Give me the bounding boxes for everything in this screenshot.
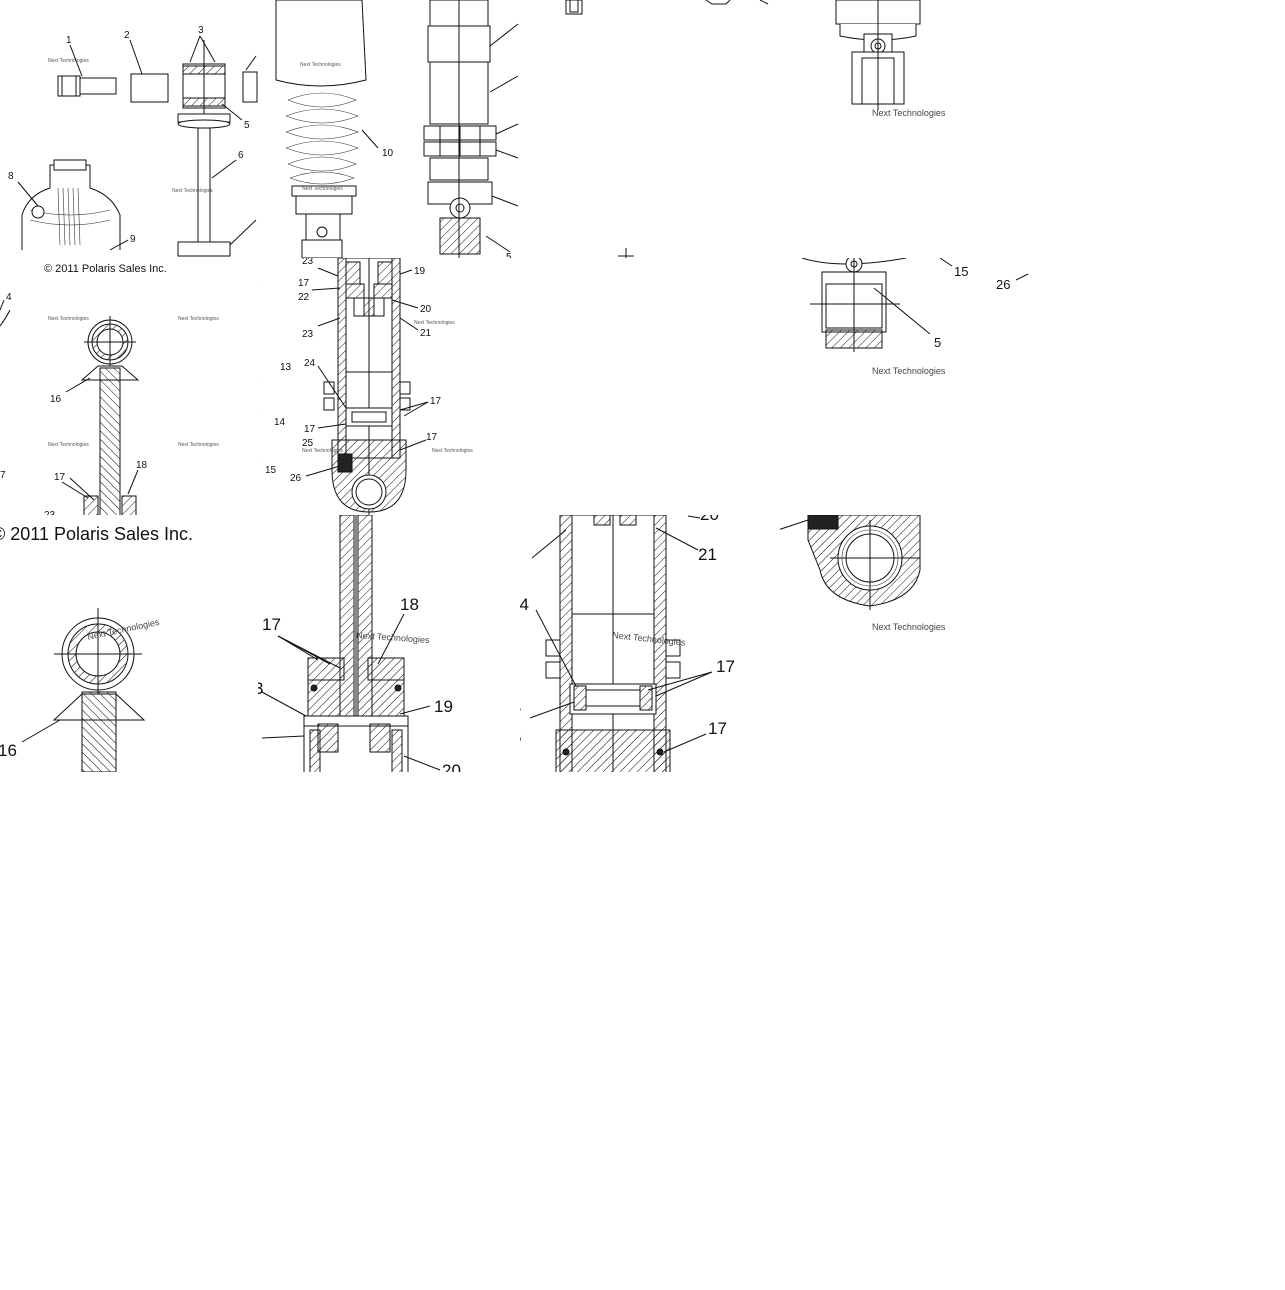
callout-5: 5 — [506, 252, 512, 263]
watermark: Next Technologies — [172, 188, 213, 194]
callout-20: 20 — [420, 304, 432, 315]
callouts-tile-1: 1 2 3 5 6 8 9 — [8, 25, 250, 245]
watermark: Next Technologies — [300, 62, 341, 68]
callout-15: 15 — [954, 264, 968, 279]
callout-14: 14 — [274, 417, 286, 428]
callout-10: 10 — [382, 148, 394, 159]
watermark: Next Technologies — [178, 442, 219, 448]
callout-13: 13 — [280, 362, 292, 373]
callout-17: 17 — [298, 278, 310, 289]
callout-1: 1 — [66, 35, 72, 46]
tile-enlarged-shaft: 17 18 3 19 20 Next Technologies — [254, 515, 461, 780]
watermark: Next Technologies — [178, 316, 219, 322]
callout-19: 19 — [434, 697, 453, 716]
callout-20: 20 — [442, 761, 461, 780]
callout-5: 5 — [512, 728, 521, 747]
watermark: Next Technologies — [872, 622, 946, 632]
watermark: Next Technologies — [302, 186, 343, 192]
callout-26: 26 — [290, 473, 302, 484]
callout-26: 26 — [996, 277, 1010, 292]
callout-25: 25 — [302, 438, 314, 449]
callout-21: 21 — [698, 545, 717, 564]
callout-23: 23 — [302, 329, 314, 340]
watermark: Next Technologies — [414, 320, 455, 326]
tile-lower-clevis: 15 26 5 Next Technologies — [801, 258, 1029, 376]
watermark: Next Technologies — [872, 108, 946, 118]
callout-16: 16 — [50, 394, 62, 405]
callout-16: 16 — [0, 741, 17, 760]
callout-18: 18 — [400, 595, 419, 614]
callout-17: 17 — [262, 615, 281, 634]
callout-5: 5 — [244, 120, 250, 131]
callout-8: 8 — [8, 171, 14, 182]
callout-3: 3 — [198, 25, 204, 36]
tile-mounting-hardware: 1 2 3 5 6 8 9 Next Technologies Next Tec… — [8, 25, 258, 257]
callout-7: 7 — [0, 470, 6, 481]
callout-17: 17 — [54, 472, 66, 483]
callout-20: 20 — [700, 505, 719, 524]
callout-9: 9 — [130, 234, 136, 245]
copyright-notice-large: © 2011 Polaris Sales Inc. — [0, 524, 193, 544]
callout-4: 4 — [6, 292, 12, 303]
callout-15: 15 — [265, 465, 277, 476]
callout-11: 11 — [262, 272, 273, 283]
callout-22: 22 — [298, 292, 310, 303]
callout-7: 7 — [512, 705, 521, 724]
callout-19: 19 — [414, 266, 426, 277]
watermark: Next Technologies — [48, 442, 89, 448]
callout-3: 3 — [254, 679, 263, 698]
watermark: Next Technologies — [872, 366, 946, 376]
tile-upper-clevis: Next Technologies — [835, 0, 946, 118]
callout-23: 23 — [302, 256, 314, 267]
callout-6: 6 — [238, 150, 244, 161]
tile-enlarged-lower-eyelet: Next Technologies — [780, 515, 946, 632]
callout-5: 5 — [934, 335, 941, 350]
callout-17: 17 — [716, 657, 735, 676]
tile-spring-assembly: 10 Next Technologies Next Technologies 5 — [275, 0, 519, 263]
tile-body-section: 23 19 17 22 20 23 21 24 17 17 17 25 26 N… — [290, 256, 473, 515]
watermark: Next Technologies — [432, 448, 473, 454]
watermark: Next Technologies — [48, 58, 89, 64]
tile-upper-body-fragment — [565, 0, 769, 258]
watermark: Next Technologies — [302, 448, 343, 454]
callout-17: 17 — [708, 719, 727, 738]
callout-17: 17 — [426, 432, 438, 443]
callout-24: 24 — [304, 358, 316, 369]
tile-enlarged-eyelet: 16 Next Technologies — [0, 608, 161, 772]
callout-2: 2 — [124, 30, 130, 41]
callout-12: 12 — [260, 324, 272, 335]
callout-17: 17 — [430, 396, 442, 407]
callout-18: 18 — [136, 460, 148, 471]
callout-23: 23 — [44, 510, 56, 521]
copyright-notice: © 2011 Polaris Sales Inc. — [44, 263, 167, 275]
watermark: Next Technologies — [48, 316, 89, 322]
callout-3: 3 — [510, 547, 519, 566]
tile-enlarged-body: 20 3 21 24 17 7 5 17 Next Technologies — [510, 505, 735, 772]
tile-eyelet-shaft: 4 16 17 18 7 23 Next Technologies Next T… — [0, 272, 273, 521]
callout-24: 24 — [510, 595, 529, 614]
callout-21: 21 — [420, 328, 432, 339]
callout-17: 17 — [304, 424, 316, 435]
